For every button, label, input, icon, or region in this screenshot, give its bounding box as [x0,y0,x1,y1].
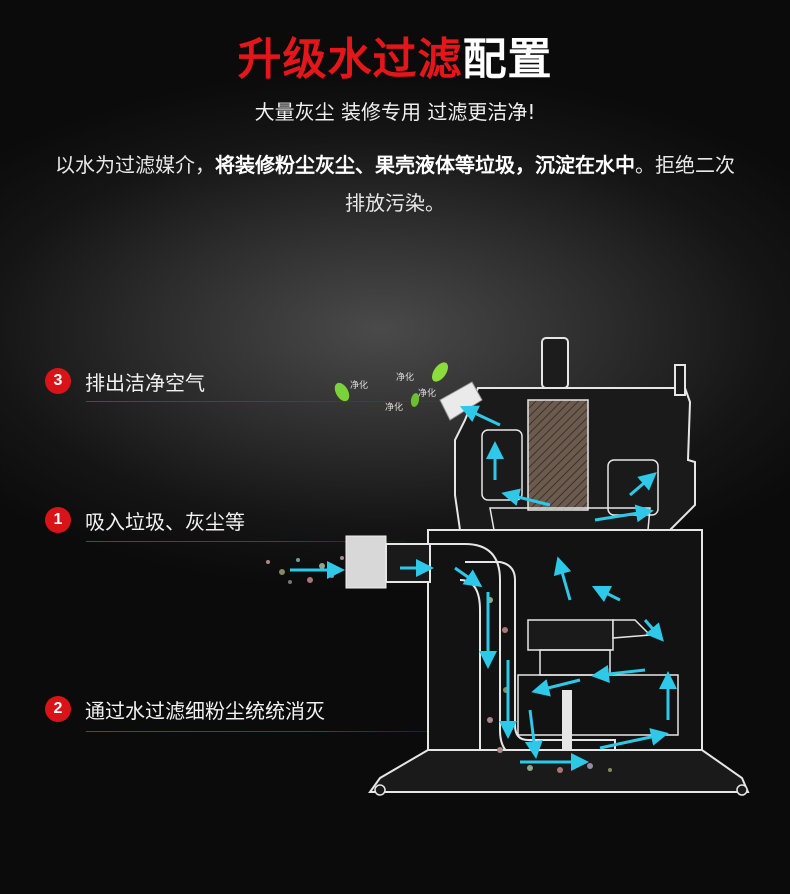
label-text: 排出洁净空气 [85,370,205,395]
page-title: 升级水过滤配置 [0,32,790,88]
leaf-icon [334,362,448,407]
label-filter: 2 通过水过滤细粉尘统统消灭 [45,694,325,724]
intake-pipe [385,543,431,583]
subtitle: 大量灰尘 装修专用 过滤更洁净! [254,100,536,124]
handle-post [674,364,686,396]
label-text: 通过水过滤细粉尘统统消灭 [85,698,325,723]
title-red-part: 升级水过滤 [237,34,463,85]
exhaust-tag: 净化 [385,401,403,413]
motor-cap [541,337,569,389]
label-text: 吸入垃圾、灰尘等 [85,509,245,534]
motor-block [527,399,589,511]
center-post [562,690,572,750]
exhaust-tag: 净化 [350,379,368,391]
label-exhaust: 3 排出洁净空气 [45,366,205,396]
exhaust-tag: 净化 [418,387,436,399]
badge-number: 2 [45,696,71,722]
description-bold: 将装修粉尘灰尘、果壳液体等垃圾，沉淀在水中 [215,153,635,177]
exhaust-vent [439,381,483,421]
label-intake: 1 吸入垃圾、灰尘等 [45,505,245,535]
description-part2: 。拒绝二次排放污染。 [345,153,735,215]
callout-line-intake [86,541,406,542]
dust-particles [266,556,612,773]
vacuum-cross-section-diagram: 净化 净化 净化 净化 [266,337,750,796]
callout-line-filter [86,731,466,732]
badge-number: 1 [45,507,71,533]
airflow-arrows [290,405,677,771]
badge-number: 3 [45,368,71,394]
exhaust-tag: 净化 [396,371,414,383]
filter-top [527,619,614,651]
description-part1: 以水为过滤媒介， [55,153,215,177]
wheel [736,784,748,796]
callout-line-exhaust [86,401,486,402]
wheel [374,784,386,796]
intake-nozzle [345,535,387,589]
description: 以水为过滤媒介，将装修粉尘灰尘、果壳液体等垃圾，沉淀在水中。拒绝二次排放污染。 [50,146,740,222]
title-white-part: 配置 [462,34,553,85]
